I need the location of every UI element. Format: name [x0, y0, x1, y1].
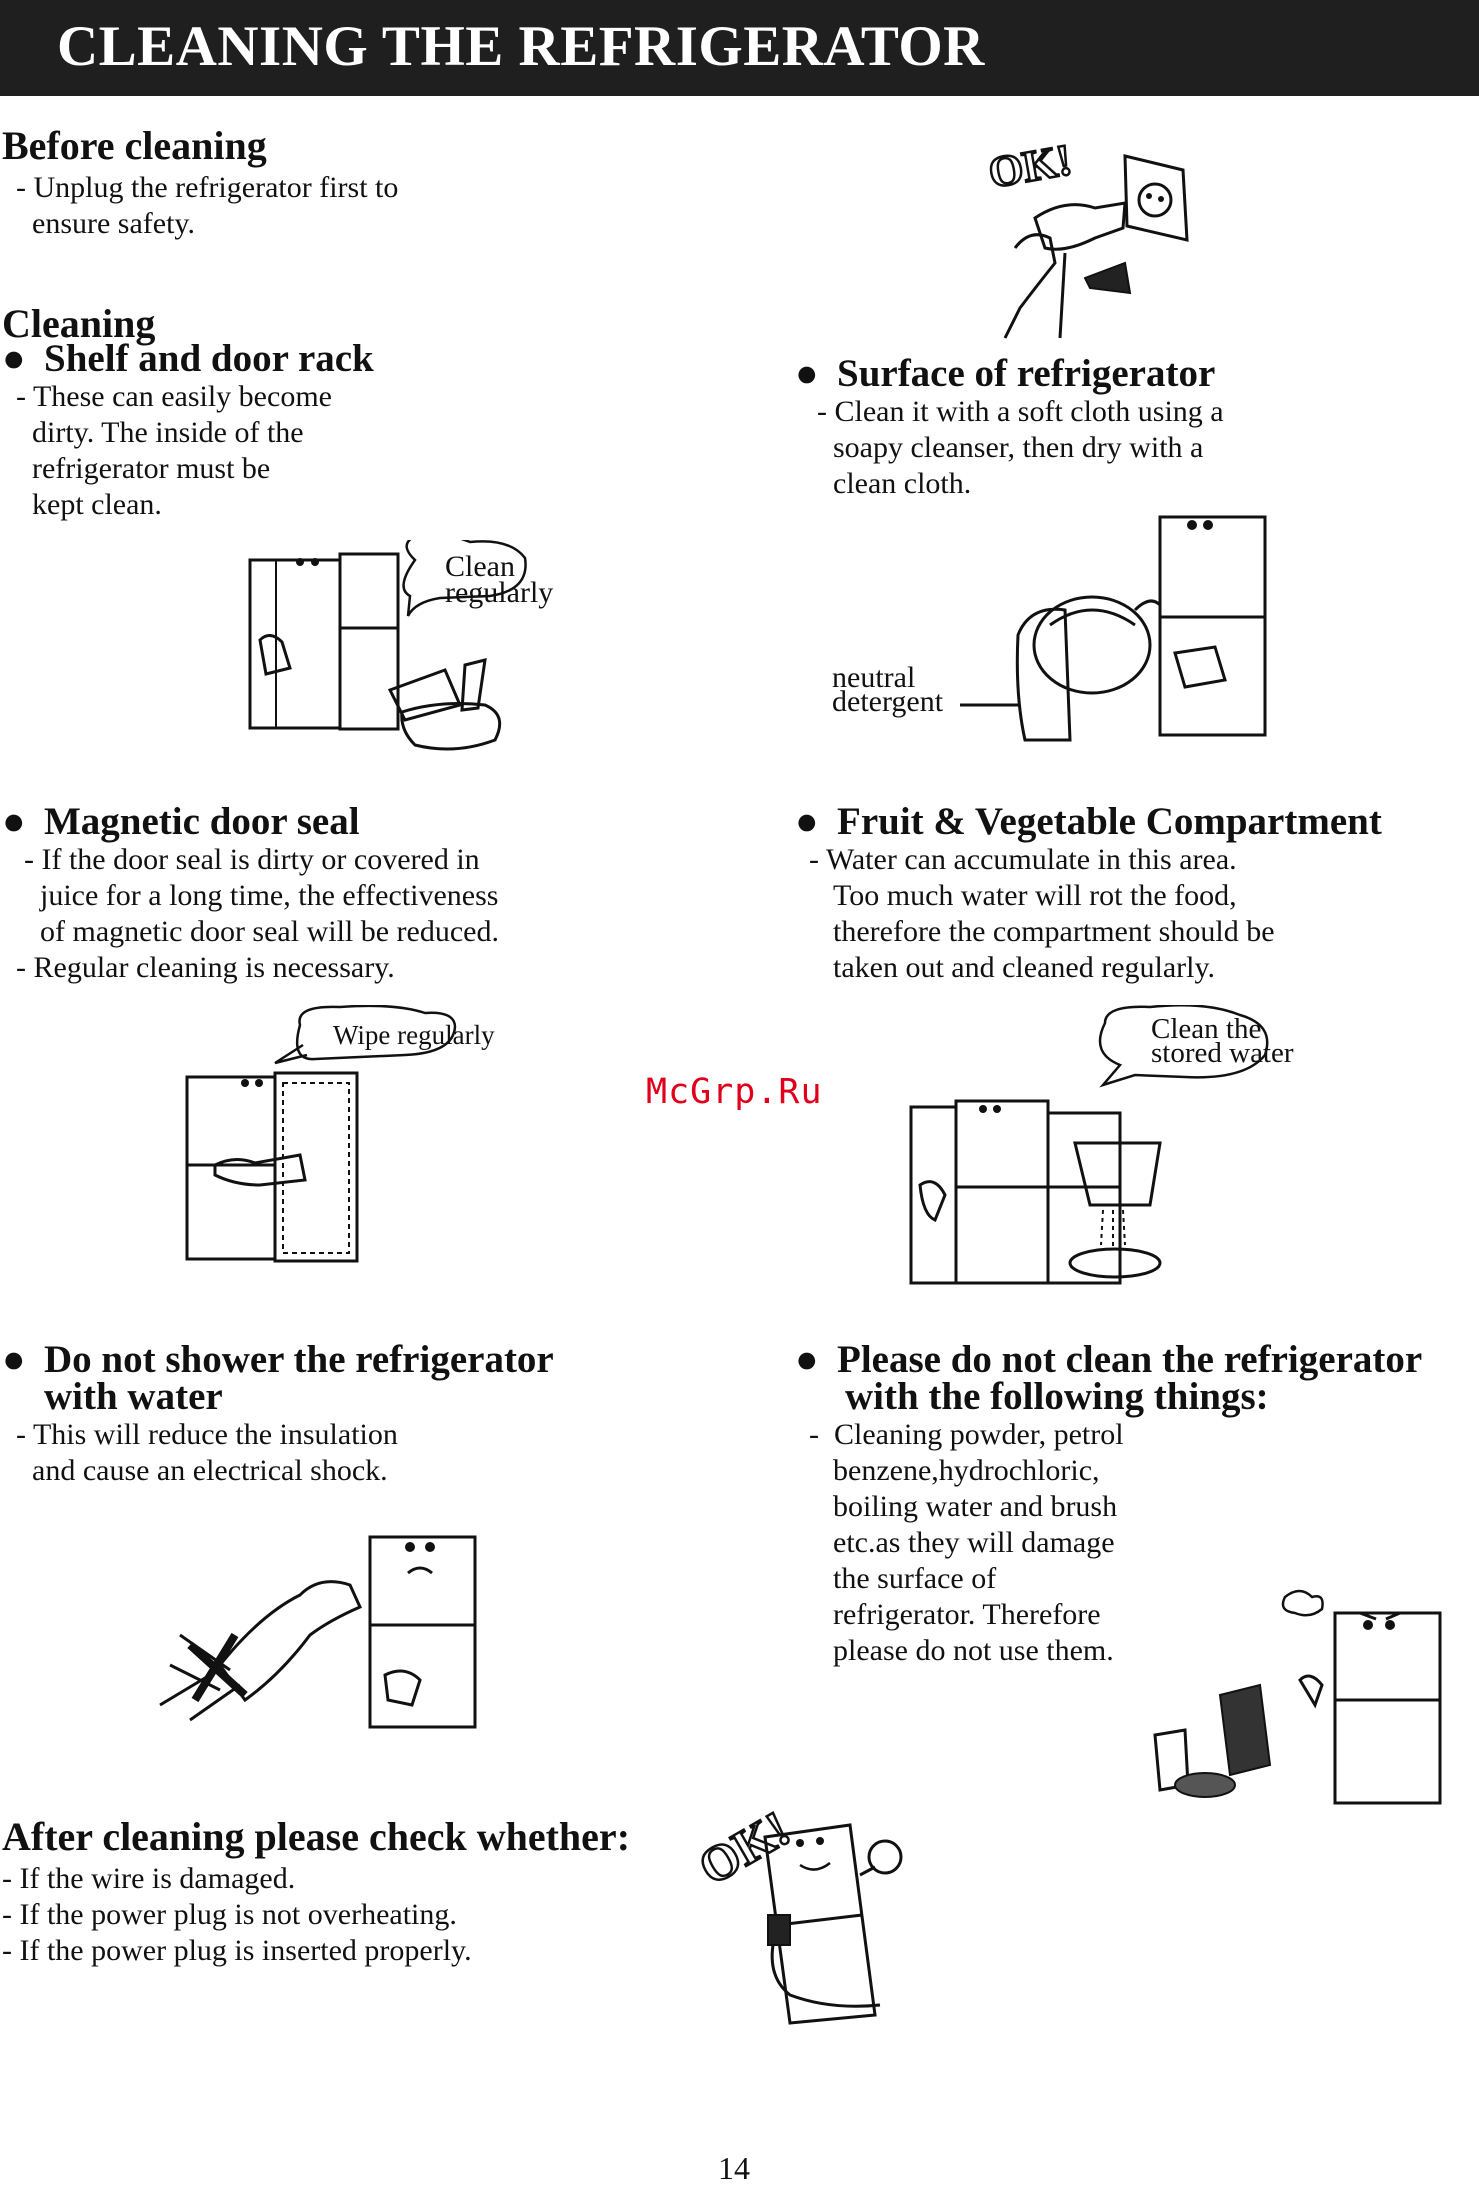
after-line: - If the power plug is not overheating. — [2, 1898, 457, 1931]
bullet-icon: ● — [795, 800, 819, 843]
page-title: CLEANING THE REFRIGERATOR — [57, 15, 985, 78]
donot-line: the surface of — [833, 1562, 997, 1595]
shelf-line: dirty. The inside of the — [32, 416, 304, 449]
fruit-bubble-text: Clean the — [1151, 1013, 1261, 1045]
surface-cleaning-icon: neutral detergent — [832, 515, 1267, 742]
donot-line: please do not use them. — [833, 1634, 1114, 1667]
magnetic-line: - If the door seal is dirty or covered i… — [24, 843, 480, 876]
page-header: CLEANING THE REFRIGERATOR — [0, 0, 1479, 96]
cleaning-section: Cleaning — [2, 302, 155, 346]
shower-line: - This will reduce the insulation — [16, 1418, 398, 1451]
fruit-line: - Water can accumulate in this area. — [809, 843, 1237, 876]
forbidden-cleaners-icon — [1153, 1589, 1442, 1805]
after-cleaning-section: After cleaning please check whether: - I… — [2, 1815, 630, 1969]
magnetic-line: - Regular cleaning is necessary. — [16, 951, 395, 984]
ok-text: OK! — [689, 1800, 799, 1896]
magnetic-line: of magnetic door seal will be reduced. — [40, 915, 499, 948]
detergent-label: neutral — [832, 661, 915, 694]
shelf-cleaning-icon: Clean regularly — [248, 540, 553, 751]
fruit-section: ● Fruit & Vegetable Compartment - Water c… — [795, 800, 1382, 986]
no-shower-icon — [159, 1535, 477, 1729]
fruit-line: taken out and cleaned regularly. — [833, 951, 1216, 984]
after-cleaning-heading: After cleaning please check whether: — [2, 1814, 631, 1859]
before-cleaning-line: ensure safety. — [32, 207, 195, 240]
before-cleaning-heading: Before cleaning — [2, 123, 267, 168]
bullet-icon: ● — [795, 352, 819, 395]
fruit-line: Too much water will rot the food, — [833, 879, 1237, 912]
after-line: - If the wire is damaged. — [2, 1862, 296, 1895]
cleaning-heading: Cleaning — [2, 301, 156, 346]
surface-line: clean cloth. — [833, 467, 972, 500]
bullet-icon: ● — [2, 800, 26, 843]
bullet-icon: ● — [2, 337, 26, 380]
donot-title: Please do not clean the refrigerator — [837, 1338, 1423, 1381]
magnetic-section: ● Magnetic door seal - If the door seal i… — [2, 800, 499, 986]
shelf-bubble-text: regularly — [445, 576, 553, 609]
before-cleaning-section: Before cleaning - Unplug the refrigerato… — [2, 124, 398, 242]
donot-section: ● Please do not clean the refrigerator wi… — [795, 1338, 1423, 1669]
donot-title-cont: with the following things: — [845, 1375, 1269, 1418]
watermark: McGrp.Ru — [646, 1072, 823, 1112]
shelf-line: - These can easily become — [16, 380, 332, 413]
shelf-bubble-text: Clean — [445, 550, 515, 583]
shelf-section: ● Shelf and door rack - These can easily … — [2, 337, 374, 523]
fruit-bubble-text: stored water — [1151, 1037, 1294, 1069]
magnetic-title: Magnetic door seal — [44, 800, 360, 843]
shelf-line: refrigerator must be — [32, 452, 271, 485]
detergent-label: detergent — [832, 685, 944, 718]
bullet-icon: ● — [2, 1338, 26, 1381]
ok-text: OK! — [985, 135, 1075, 198]
plug-socket-icon: OK! — [984, 134, 1189, 339]
magnetic-line: juice for a long time, the effectiveness — [40, 879, 499, 912]
donot-line: etc.as they will damage — [833, 1526, 1115, 1559]
bullet-icon: ● — [795, 1338, 819, 1381]
donot-line: benzene,hydrochloric, — [833, 1454, 1100, 1487]
fruit-line: therefore the compartment should be — [833, 915, 1275, 948]
shower-title: Do not shower the refrigerator — [44, 1338, 554, 1381]
surface-line: - Clean it with a soft cloth using a — [817, 395, 1224, 428]
page-number: 14 — [718, 2150, 750, 2186]
fruit-title: Fruit & Vegetable Compartment — [837, 800, 1382, 843]
shelf-line: kept clean. — [32, 488, 162, 521]
magnetic-bubble-text: Wipe regularly — [333, 1020, 495, 1050]
shelf-title: Shelf and door rack — [44, 337, 374, 380]
surface-title: Surface of refrigerator — [837, 352, 1216, 395]
shower-section: ● Do not shower the refrigerator with wat… — [2, 1338, 554, 1489]
shower-title-cont: with water — [44, 1375, 223, 1418]
donot-line: refrigerator. Therefore — [833, 1598, 1101, 1631]
shower-line: and cause an electrical shock. — [32, 1454, 388, 1487]
ok-fridge-icon: OK! — [688, 1799, 903, 2025]
before-cleaning-line: - Unplug the refrigerator first to — [16, 171, 399, 204]
surface-line: soapy cleanser, then dry with a — [833, 431, 1204, 464]
donot-line: boiling water and brush — [833, 1490, 1118, 1523]
crisper-cleaning-icon: Clean the stored water — [909, 1005, 1294, 1285]
donot-line: - Cleaning powder, petrol — [809, 1418, 1124, 1451]
surface-section: ● Surface of refrigerator - Clean it with… — [795, 352, 1224, 502]
door-seal-wipe-icon: Wipe regularly — [185, 1005, 495, 1263]
after-line: - If the power plug is inserted properly… — [2, 1934, 472, 1967]
